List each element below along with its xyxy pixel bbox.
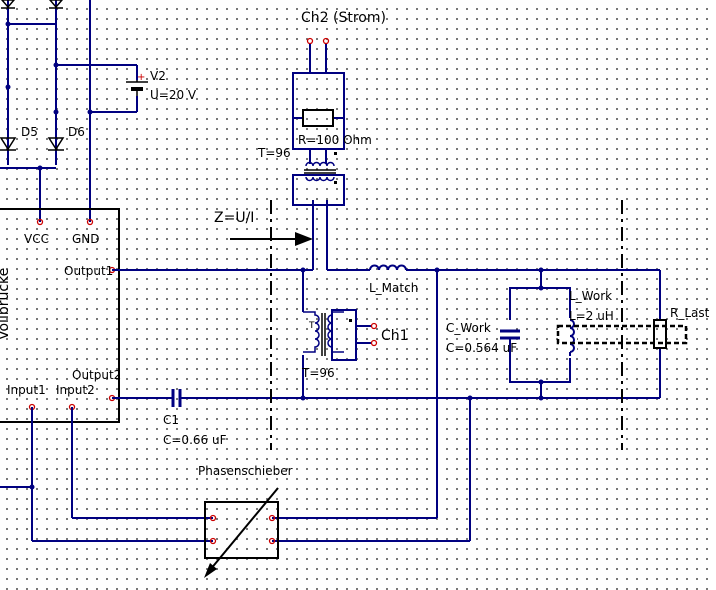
phasenschieber-port-in-bottom — [209, 537, 217, 545]
vcc-label: VCC — [24, 232, 49, 246]
inductor-l-work — [565, 318, 577, 358]
ch1-port-top — [370, 322, 378, 330]
junction-dot — [538, 267, 544, 273]
c-work-name-label: C_Work — [446, 321, 491, 335]
ch2-probe-wiring — [292, 44, 345, 206]
c1-name-label: C1 — [163, 413, 179, 427]
junction-dot — [467, 395, 473, 401]
output2-label: Output2 — [72, 368, 121, 382]
phasenschieber-port-out-bottom — [268, 537, 276, 545]
diode-top-right — [49, 0, 63, 9]
vollbrucke-label: Vollbrücke — [0, 268, 12, 340]
d6-label: D6 — [68, 125, 85, 139]
output1-label: Output1 — [64, 264, 113, 278]
junction-dot — [538, 395, 544, 401]
c1-value-label: C=0.66 uF — [163, 433, 227, 447]
rectifier-wiring — [0, 0, 138, 222]
inductor-l-match — [369, 264, 407, 271]
ch2-port-right — [322, 37, 330, 45]
impedance-arrow — [230, 232, 313, 246]
c-work-value-label: C=0.564 uF — [446, 341, 517, 355]
l-work-name-label: L_Work — [569, 289, 612, 303]
l-work-value-label: L=2 uH — [569, 309, 614, 323]
junction-dot — [5, 84, 11, 90]
capacitor-c-work — [500, 320, 520, 382]
ch2-port-left — [306, 37, 314, 45]
junction-dot — [53, 109, 59, 115]
phasenschieber-port-out-top — [268, 514, 276, 522]
diode-d6 — [47, 137, 65, 151]
d5-label: D5 — [21, 125, 38, 139]
junction-dot — [37, 165, 43, 171]
transformer-bottom-label: T=96 — [301, 366, 335, 380]
junction-dot — [29, 484, 35, 490]
r-last-label: R_Last — [670, 306, 710, 320]
voltage-source-v2 — [126, 80, 148, 96]
resistor-value-label: R=100 Ohm — [298, 133, 372, 147]
impedance-label: Z=U/I — [214, 210, 254, 226]
main-wiring — [0, 200, 661, 542]
v2-name-label: V2 — [150, 69, 166, 83]
resistor-r-last — [556, 319, 688, 349]
vcc-port — [36, 218, 44, 226]
transformer-bottom — [303, 309, 372, 361]
plus-sign: + — [137, 72, 145, 83]
vollbrucke-block — [0, 208, 120, 423]
ch2-label: Ch2 (Strom) — [301, 10, 386, 26]
junction-dot — [434, 267, 440, 273]
phase-adjust-arrow-icon — [204, 487, 279, 578]
capacitor-c1 — [160, 389, 186, 407]
transformer-top-label: T=96 — [257, 146, 291, 160]
gnd-label: GND — [72, 232, 100, 246]
v2-value-label: U=20 V — [150, 88, 197, 102]
ch1-port-bottom — [370, 339, 378, 347]
diode-top-left — [1, 0, 15, 9]
tank-circuit — [509, 287, 571, 383]
transformer-top — [304, 152, 337, 184]
junction-dot — [538, 379, 544, 385]
gnd-port — [86, 218, 94, 226]
transformer-t-mark: T — [308, 321, 315, 331]
phasenschieber-port-in-top — [209, 514, 217, 522]
junction-dot — [300, 395, 306, 401]
junction-dot — [53, 62, 59, 68]
junction-dot — [5, 21, 11, 27]
input2-label: Input2 — [56, 383, 95, 397]
ch1-label: Ch1 — [381, 328, 409, 344]
resistor-r — [302, 109, 334, 127]
diode-d5 — [0, 137, 17, 151]
junction-dot — [87, 109, 93, 115]
l-match-label: L_Match — [369, 281, 418, 295]
junction-dot — [300, 267, 306, 273]
junction-dot — [538, 285, 544, 291]
phasenschieber-block — [204, 501, 279, 559]
phasenschieber-label: Phasenschieber — [198, 464, 293, 478]
input1-label: Input1 — [7, 383, 46, 397]
